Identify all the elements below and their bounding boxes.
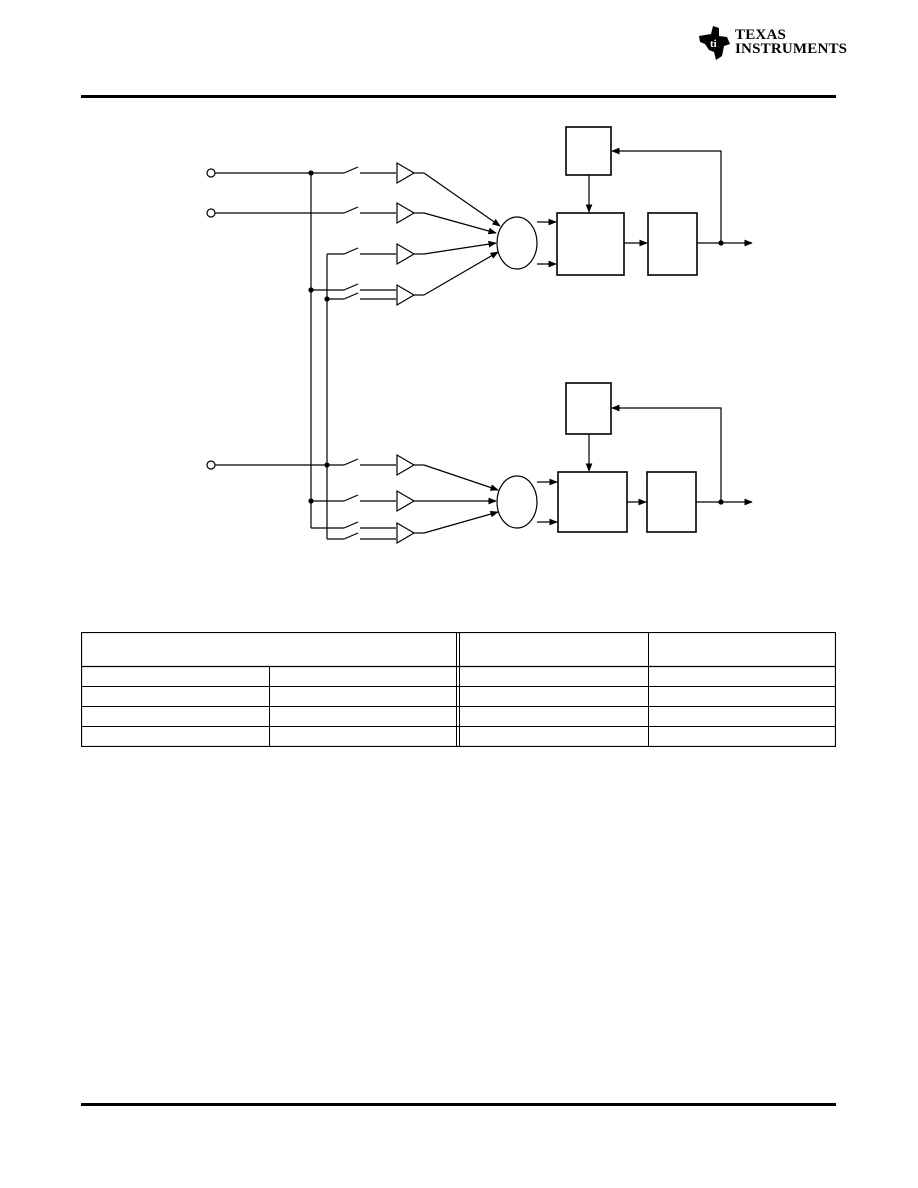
output-block-upper: [647, 212, 698, 276]
svg-text:ti: ti: [710, 38, 717, 50]
amplifier-group-lower: [396, 453, 416, 545]
processing-block-upper: [556, 212, 625, 276]
amplifier-group-upper: [396, 161, 416, 307]
input-terminal-3: [206, 460, 216, 470]
brand-name: TEXAS INSTRUMENTS: [735, 27, 848, 57]
summing-node-lower: [496, 475, 538, 529]
block-diagram: [206, 126, 753, 545]
output-block-lower: [646, 471, 697, 533]
texas-instruments-logo: ti TEXAS INSTRUMENTS: [697, 24, 847, 62]
control-block-upper: [565, 126, 612, 176]
brand-line-1: TEXAS: [735, 27, 787, 43]
data-table: [81, 632, 836, 747]
brand-line-2: INSTRUMENTS: [735, 41, 848, 57]
footer-rule: [81, 1103, 836, 1106]
input-terminal-1: [206, 168, 216, 178]
switch-group-upper: [343, 166, 396, 300]
summing-node-upper: [496, 216, 538, 270]
header-rule: [81, 95, 836, 98]
control-block-lower: [565, 382, 612, 435]
input-terminal-2: [206, 208, 216, 218]
ti-state-icon: ti: [699, 26, 730, 60]
switch-group-lower: [343, 458, 396, 540]
processing-block-lower: [557, 471, 628, 533]
